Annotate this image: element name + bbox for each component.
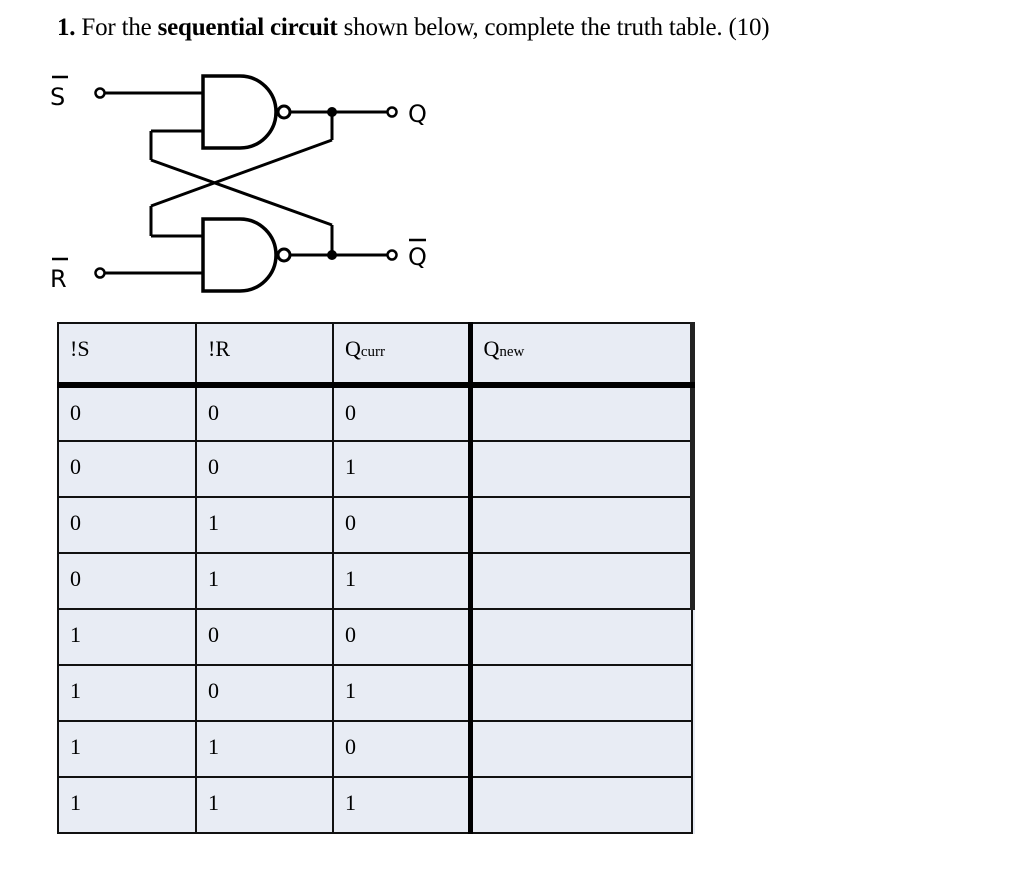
table-header-row: !S !R Qcurr Qnew — [57, 322, 695, 388]
table-row: 1 1 0 — [57, 720, 693, 778]
table-row: 1 1 1 — [57, 776, 693, 834]
cell-q-curr: 0 — [332, 720, 471, 778]
q-label: Q — [408, 100, 427, 128]
cell-r-bar: 0 — [195, 384, 334, 442]
question-text-after: shown below, complete the truth table. (… — [337, 14, 770, 41]
cell-q-new-input[interactable] — [467, 552, 695, 610]
s-bar-label: S — [50, 83, 65, 111]
table-row: 1 0 1 — [57, 664, 693, 722]
cell-q-new-input[interactable] — [467, 664, 693, 722]
cell-r-bar: 1 — [195, 776, 334, 834]
header-q-curr: Qcurr — [332, 322, 471, 388]
cell-q-curr: 0 — [332, 608, 471, 666]
header-r-bar: !R — [195, 322, 334, 388]
question-number: 1. — [57, 14, 76, 41]
table-row: 1 0 0 — [57, 608, 693, 666]
cell-q-new-input[interactable] — [467, 608, 693, 666]
r-bar-label: R — [50, 265, 67, 293]
cell-s-bar: 0 — [57, 552, 197, 610]
cell-s-bar: 1 — [57, 720, 197, 778]
cell-q-new-input[interactable] — [467, 776, 693, 834]
header-s-bar: !S — [57, 322, 197, 388]
cell-q-new-input[interactable] — [467, 720, 693, 778]
cell-s-bar: 0 — [57, 384, 197, 442]
cell-s-bar: 1 — [57, 776, 197, 834]
cell-q-curr: 1 — [332, 776, 471, 834]
question-text-before: For the — [75, 14, 158, 41]
cell-q-curr: 0 — [332, 384, 471, 442]
cell-s-bar: 0 — [57, 440, 197, 498]
cell-q-curr: 1 — [332, 552, 471, 610]
cell-q-curr: 1 — [332, 664, 471, 722]
question-bold-phrase: sequential circuit — [157, 14, 338, 41]
cell-s-bar: 0 — [57, 496, 197, 554]
cell-r-bar: 0 — [195, 608, 334, 666]
table-row: 0 0 0 — [57, 384, 695, 442]
cell-q-new-input[interactable] — [467, 384, 695, 442]
q-bar-label: Q — [408, 243, 427, 271]
cell-r-bar: 0 — [195, 440, 334, 498]
cell-r-bar: 0 — [195, 664, 334, 722]
cell-q-curr: 0 — [332, 496, 471, 554]
cell-r-bar: 1 — [195, 720, 334, 778]
cell-q-new-input[interactable] — [467, 496, 695, 554]
cell-q-new-input[interactable] — [467, 440, 695, 498]
cell-s-bar: 1 — [57, 664, 197, 722]
question-prompt: 1. For the sequential circuit shown belo… — [57, 14, 770, 42]
truth-table: !S !R Qcurr Qnew 0 0 0 0 0 1 0 1 0 0 1 1 — [57, 322, 695, 834]
table-row: 0 1 1 — [57, 552, 695, 610]
cell-r-bar: 1 — [195, 552, 334, 610]
cell-r-bar: 1 — [195, 496, 334, 554]
cell-q-curr: 1 — [332, 440, 471, 498]
cell-s-bar: 1 — [57, 608, 197, 666]
header-q-new: Qnew — [467, 322, 695, 388]
table-row: 0 0 1 — [57, 440, 695, 498]
table-row: 0 1 0 — [57, 496, 695, 554]
sr-latch-diagram: S Q Q R — [50, 74, 427, 293]
